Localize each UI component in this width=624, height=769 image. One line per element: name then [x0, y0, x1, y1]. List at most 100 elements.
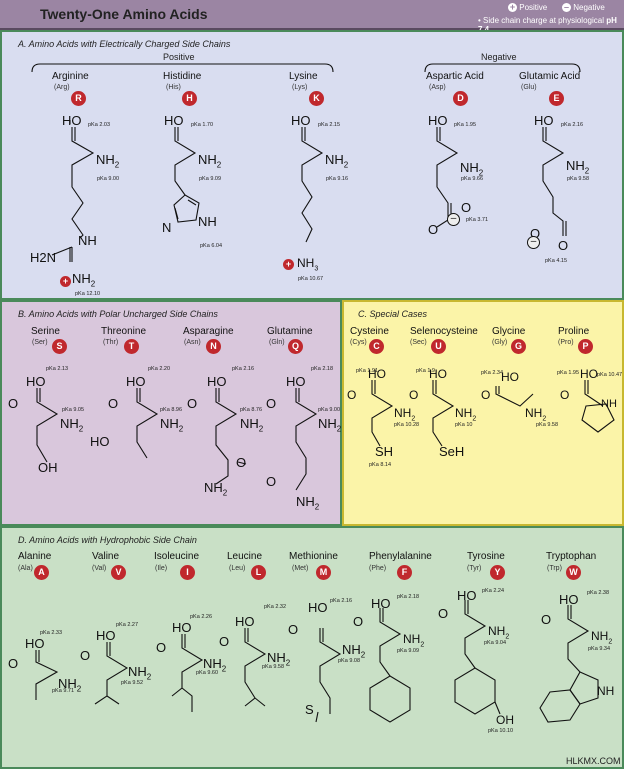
minus-charge-icon: –	[447, 213, 460, 226]
gly-nh2: NH2	[525, 406, 547, 423]
lys-abbr: (Lys)	[292, 84, 308, 91]
asn-o: O	[187, 396, 198, 411]
ser-letter-badge: S	[52, 339, 67, 354]
asp-pka2: pKa 9.66	[461, 176, 484, 182]
phe-name: Phenylalanine	[369, 551, 432, 562]
asn-o-side: O	[236, 455, 247, 470]
lys-letter-badge: K	[309, 91, 324, 106]
pro-pka2: pKa 10.47	[597, 372, 623, 378]
gln-pka1: pKa 2.18	[311, 366, 334, 372]
glu-o: O	[558, 238, 569, 253]
thr-ho: HO	[126, 374, 146, 389]
ala-nh2: NH2	[58, 676, 82, 694]
gln-pka2: pKa 9.00	[318, 407, 341, 413]
sec-seh: SeH	[439, 444, 465, 459]
phe-abbr: (Phe)	[369, 565, 387, 572]
panel-special	[342, 300, 624, 526]
arg-h2n: H2N	[30, 250, 57, 265]
asp-abbr: (Asp)	[429, 84, 446, 91]
gln-letter-badge: Q	[288, 339, 303, 354]
asn-nh2-side: NH2	[204, 480, 228, 498]
tyr-pka1: pKa 2.24	[482, 588, 505, 594]
plus-charge-icon: +	[283, 259, 294, 270]
glu-letter-badge: E	[549, 91, 564, 106]
glu-o-minus: O	[530, 226, 541, 241]
ph-note: • Side chain charge at physiological pH …	[478, 16, 617, 34]
asp-o-top: O	[428, 222, 439, 237]
gly-ho: HO	[501, 370, 519, 384]
his-ho: HO	[164, 113, 184, 128]
cys-nh2: NH2	[394, 406, 416, 423]
trp-pka2: pKa 9.34	[588, 646, 611, 652]
arg-nh: NH	[78, 233, 97, 248]
gln-o: O	[266, 396, 277, 411]
section-d-title: D. Amino Acids with Hydrophobic Side Cha…	[18, 535, 197, 545]
section-b-title: B. Amino Acids with Polar Uncharged Side…	[18, 309, 218, 319]
sec-letter-badge: U	[431, 339, 446, 354]
his-n: N	[162, 220, 172, 235]
val-nh2: NH2	[128, 664, 152, 682]
sec-pka2: pKa 10	[455, 422, 473, 428]
tyr-nh2: NH2	[488, 624, 510, 641]
met-ho: HO	[308, 600, 328, 615]
his-name: Histidine	[163, 71, 202, 82]
his-pka2: pKa 9.09	[199, 176, 222, 182]
leu-abbr: (Leu)	[229, 565, 246, 572]
gly-letter-badge: G	[511, 339, 526, 354]
gln-abbr: (Gln)	[269, 339, 285, 346]
leu-name: Leucine	[227, 551, 263, 562]
group-negative-label: Negative	[481, 52, 517, 62]
tyr-pka3: pKa 10.10	[488, 728, 514, 734]
thr-ho-side: HO	[90, 434, 110, 449]
ile-abbr: (Ile)	[155, 565, 168, 572]
arg-letter-badge: R	[71, 91, 86, 106]
cys-abbr: (Cys)	[350, 339, 367, 346]
trp-ho: HO	[559, 592, 579, 607]
page-title: Twenty-One Amino Acids	[40, 6, 208, 22]
arg-ho: HO	[62, 113, 82, 128]
sec-nh2: NH2	[455, 406, 477, 423]
trp-letter-badge: W	[566, 565, 581, 580]
gln-ho: HO	[286, 374, 306, 389]
pro-abbr: (Pro)	[558, 339, 574, 346]
lys-name: Lysine	[289, 71, 318, 82]
asn-name: Asparagine	[183, 326, 234, 337]
asp-letter-badge: D	[453, 91, 468, 106]
met-pka1: pKa 2.16	[330, 598, 353, 604]
asn-pka2: pKa 8.76	[240, 407, 263, 413]
ile-ho: HO	[172, 620, 192, 635]
ser-abbr: (Ser)	[32, 339, 48, 346]
met-letter-badge: M	[316, 565, 331, 580]
minus-circle-icon: –	[562, 2, 571, 12]
gly-pka1: pKa 2.34	[481, 370, 504, 376]
thr-name: Threonine	[101, 326, 147, 337]
trp-name: Tryptophan	[546, 551, 597, 562]
arg-pka1: pKa 2.03	[88, 122, 111, 128]
glu-ho: HO	[534, 113, 554, 128]
tyr-name: Tyrosine	[467, 551, 505, 562]
tyr-abbr: (Tyr)	[467, 565, 482, 572]
met-abbr: (Met)	[292, 565, 309, 572]
ala-o: O	[8, 656, 19, 671]
legend-negative: – Negative	[562, 2, 605, 12]
pro-letter-badge: P	[578, 339, 593, 354]
phe-letter-badge: F	[397, 565, 412, 580]
arg-nh2-plus: NH2	[72, 271, 96, 289]
ser-name: Serine	[31, 326, 60, 337]
phe-pka1: pKa 2.18	[397, 594, 420, 600]
cys-pka2: pKa 10.28	[394, 422, 420, 428]
val-pka1: pKa 2.27	[116, 622, 139, 628]
ser-oh: OH	[38, 460, 58, 475]
ala-pka1: pKa 2.33	[40, 630, 63, 636]
ser-ho: HO	[26, 374, 46, 389]
lys-pka2: pKa 9.16	[326, 176, 349, 182]
arg-pka3: pKa 12.10	[75, 291, 101, 297]
met-s: S	[305, 702, 314, 717]
leu-pka2: pKa 9.58	[262, 664, 285, 670]
section-a-title: A. Amino Acids with Electrically Charged…	[18, 39, 231, 49]
sec-o: O	[409, 388, 419, 402]
arg-name: Arginine	[52, 71, 89, 82]
met-nh2: NH2	[342, 642, 366, 660]
pro-name: Proline	[558, 326, 590, 337]
